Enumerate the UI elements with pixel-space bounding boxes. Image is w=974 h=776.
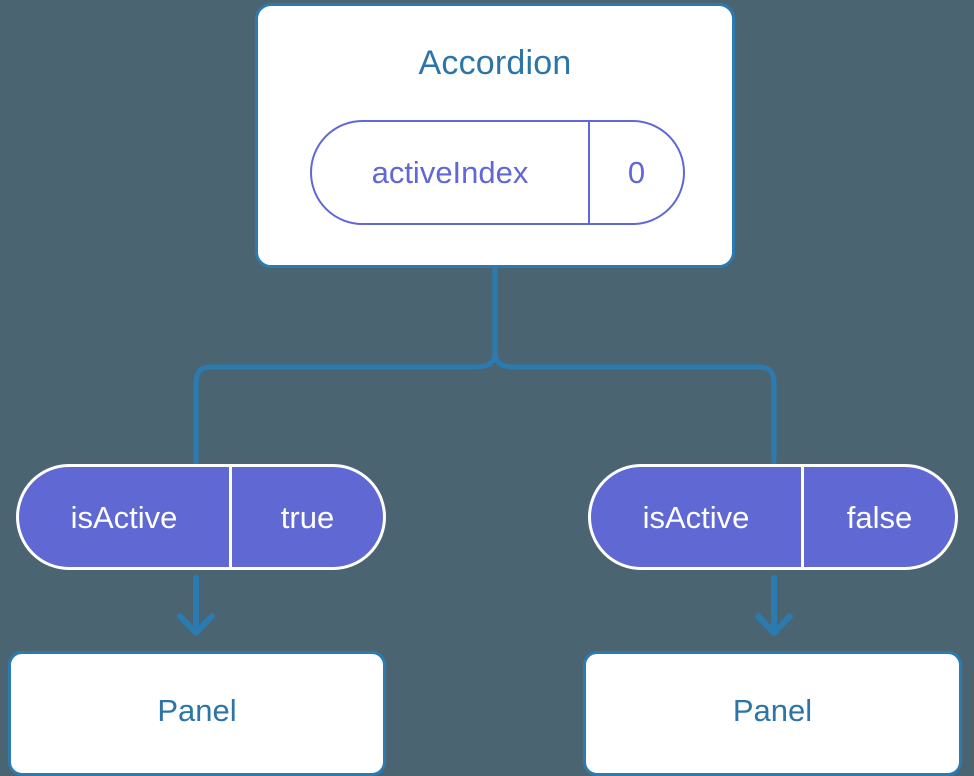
accordion-title: Accordion <box>418 44 572 82</box>
is-active-false-pill[interactable]: isActive false <box>588 464 958 570</box>
panel-node-left[interactable]: Panel <box>8 651 386 776</box>
is-active-true-pill[interactable]: isActive true <box>16 464 386 570</box>
is-active-key-left: isActive <box>19 467 232 567</box>
is-active-key-right: isActive <box>591 467 804 567</box>
active-index-key: activeIndex <box>312 122 590 223</box>
active-index-state-pill[interactable]: activeIndex 0 <box>310 120 685 225</box>
accordion-node[interactable]: Accordion activeIndex 0 <box>255 3 735 268</box>
panel-label-right: Panel <box>732 693 813 728</box>
is-active-value-left: true <box>280 499 335 535</box>
is-active-value-right: false <box>846 499 913 535</box>
arrow-left-head-icon <box>177 613 215 636</box>
branch-connector-left <box>193 349 498 465</box>
arrow-right-head-icon <box>755 613 793 636</box>
active-index-value: 0 <box>627 155 646 190</box>
branch-connector-right <box>492 349 777 465</box>
panel-node-right[interactable]: Panel <box>583 651 962 776</box>
panel-label-left: Panel <box>157 693 237 728</box>
